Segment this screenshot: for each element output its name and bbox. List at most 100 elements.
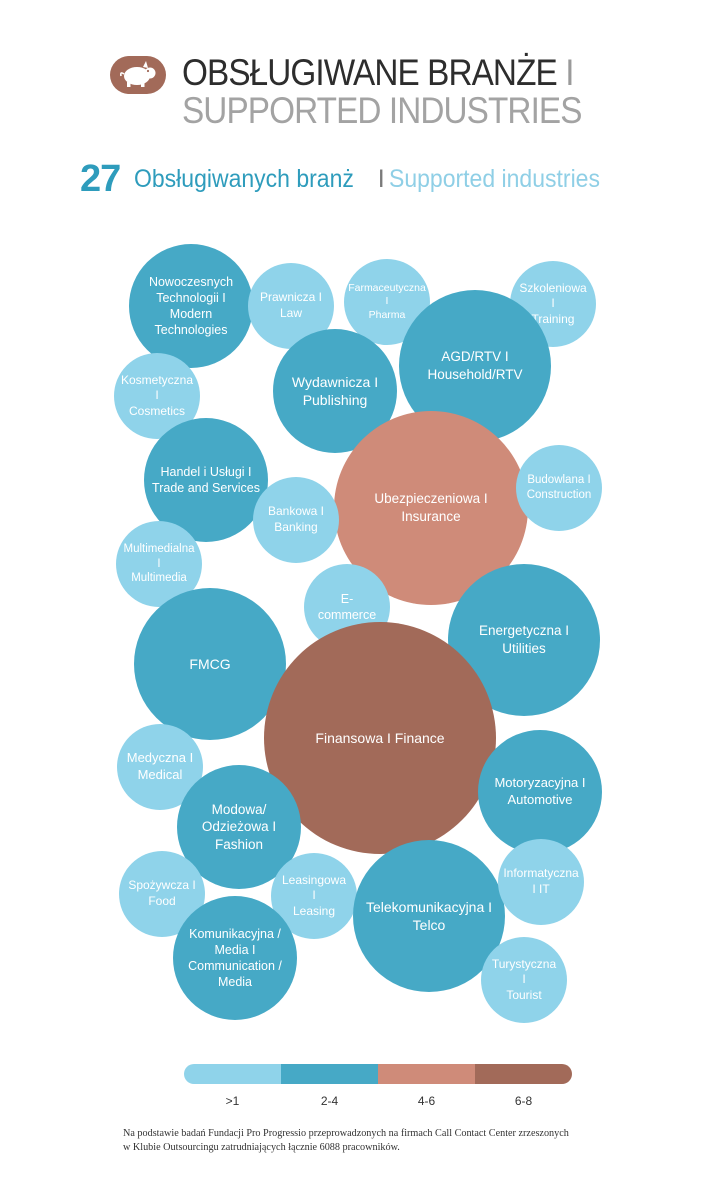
industry-count: 27 bbox=[80, 158, 121, 200]
bubble-label-line: Budowlana I bbox=[527, 474, 591, 487]
bubble-label: Telekomunikacyjna I Telco bbox=[366, 898, 492, 934]
title-pl: OBSŁUGIWANE BRANŻE I bbox=[182, 52, 574, 94]
bubble-label-line: Multimedia bbox=[131, 572, 187, 585]
bubble-label-line: Ubezpieczeniowa I bbox=[374, 491, 488, 507]
bubble-label-line: Motoryzacyjna I bbox=[494, 775, 586, 791]
bubble-label-line: Household/RTV bbox=[427, 367, 523, 382]
legend-segment-4 bbox=[475, 1064, 572, 1084]
subtitle-separator: I bbox=[377, 165, 385, 193]
bubble-label-line: Banking bbox=[274, 520, 318, 534]
bubble-label-line: FMCG bbox=[189, 655, 231, 672]
title-pl-text: OBSŁUGIWANE BRANŻE bbox=[182, 52, 558, 93]
bubble-label-line: Nowoczesnych bbox=[148, 274, 234, 289]
footnote: Na podstawie badań Fundacji Pro Progress… bbox=[123, 1127, 613, 1155]
bubble-label-line: Wydawnicza I bbox=[291, 373, 379, 390]
bubble-label-line: Odzieżowa I bbox=[201, 819, 277, 835]
bubble-label-line: Medical bbox=[137, 767, 183, 782]
bubble-label-line: Law bbox=[279, 306, 302, 320]
bubble-label-line: Tourist bbox=[506, 987, 542, 1002]
bubble-label-line: Modern bbox=[169, 307, 213, 321]
bubble-label-line: Kosmetyczna I bbox=[120, 372, 194, 403]
bubble-label-line: Turystyczna I bbox=[491, 956, 557, 987]
bubble-label-line: Telekomunikacyjna I bbox=[365, 898, 493, 915]
bubble-label-line: Telco bbox=[412, 917, 446, 933]
bubble-label-line: Automotive bbox=[507, 792, 573, 807]
bubble-label-line: Finansowa I Finance bbox=[315, 729, 445, 746]
subtitle-pl: Obsługiwanych branż bbox=[134, 165, 355, 193]
bubble-label-line: Technologies bbox=[154, 323, 228, 338]
bubble-label-line: Construction bbox=[526, 489, 592, 501]
bubble-label-line: Utilities bbox=[502, 641, 546, 656]
legend-segment-3 bbox=[378, 1064, 475, 1084]
footnote-line-1: Na podstawie badań Fundacji Pro Progress… bbox=[123, 1128, 569, 1139]
bubble-label-line: Spożywcza I bbox=[128, 878, 196, 893]
subtitle-en: Supported industries bbox=[389, 165, 601, 193]
legend-segment-1 bbox=[184, 1064, 281, 1084]
title-en: SUPPORTED INDUSTRIES bbox=[182, 90, 582, 131]
legend-label-2: 2-4 bbox=[320, 1094, 339, 1108]
bubble-label-line: Cosmetics bbox=[128, 403, 185, 418]
bubble-label-line: Medyczna I bbox=[126, 750, 194, 766]
bubble-label-line: Bankowa I bbox=[267, 504, 325, 519]
legend-segment-2 bbox=[281, 1064, 378, 1084]
bubble-label: Multimedialna I Multimedia bbox=[124, 542, 195, 587]
bubble-label-line: AGD/RTV I bbox=[441, 349, 509, 365]
bubble-22: Telekomunikacyjna I Telco bbox=[353, 840, 505, 992]
bubble-label-line: Insurance bbox=[401, 509, 461, 524]
bubble-label: Finansowa I Finance bbox=[315, 729, 444, 747]
subtitle: 27 Obsługiwanych branż I Supported indust… bbox=[80, 158, 618, 200]
bubble-label-line: Technologii I bbox=[156, 290, 226, 305]
bubble-label-line: Szkoleniowa I bbox=[519, 280, 587, 311]
bubble-label-line: E-commerce bbox=[317, 591, 377, 622]
bubble-label: AGD/RTV I Household/RTV bbox=[427, 348, 522, 383]
bubble-label-line: Leasingowa I bbox=[281, 872, 347, 903]
legend-label-1: >1 bbox=[225, 1094, 240, 1108]
bubble-label-line: Handel i Usługi I bbox=[160, 464, 252, 479]
bubble-label-line: I IT bbox=[532, 882, 550, 896]
footnote-line-2: w Klubie Outsourcingu zatrudniających łą… bbox=[123, 1142, 400, 1153]
bubble-label: Budowlana I Construction bbox=[527, 473, 592, 503]
title-separator: I bbox=[565, 52, 574, 93]
legend-label-3: 4-6 bbox=[417, 1094, 436, 1108]
bubble-label: Ubezpieczeniowa I Insurance bbox=[374, 490, 487, 525]
bubble-label-line: Communication / bbox=[188, 959, 282, 973]
bubble-label-line: Multimedialna I bbox=[123, 542, 195, 570]
bubble-label: Wydawnicza I Publishing bbox=[292, 373, 378, 409]
bubble-label: FMCG bbox=[189, 655, 230, 673]
bubble-label-line: Modowa/ bbox=[211, 801, 267, 817]
bubble-label-line: Informatyczna bbox=[503, 866, 579, 881]
bubble-label-line: Fashion bbox=[214, 836, 263, 852]
bubble-16: Finansowa I Finance bbox=[264, 622, 496, 854]
bubble-label-line: Pharma bbox=[368, 308, 406, 321]
bubble-label-line: Publishing bbox=[302, 392, 368, 408]
header: OBSŁUGIWANE BRANŻE I SUPPORTED INDUSTRIE… bbox=[110, 52, 670, 136]
bubble-label-line: Farmaceutyczna I bbox=[348, 281, 426, 308]
legend-bar bbox=[184, 1064, 572, 1084]
